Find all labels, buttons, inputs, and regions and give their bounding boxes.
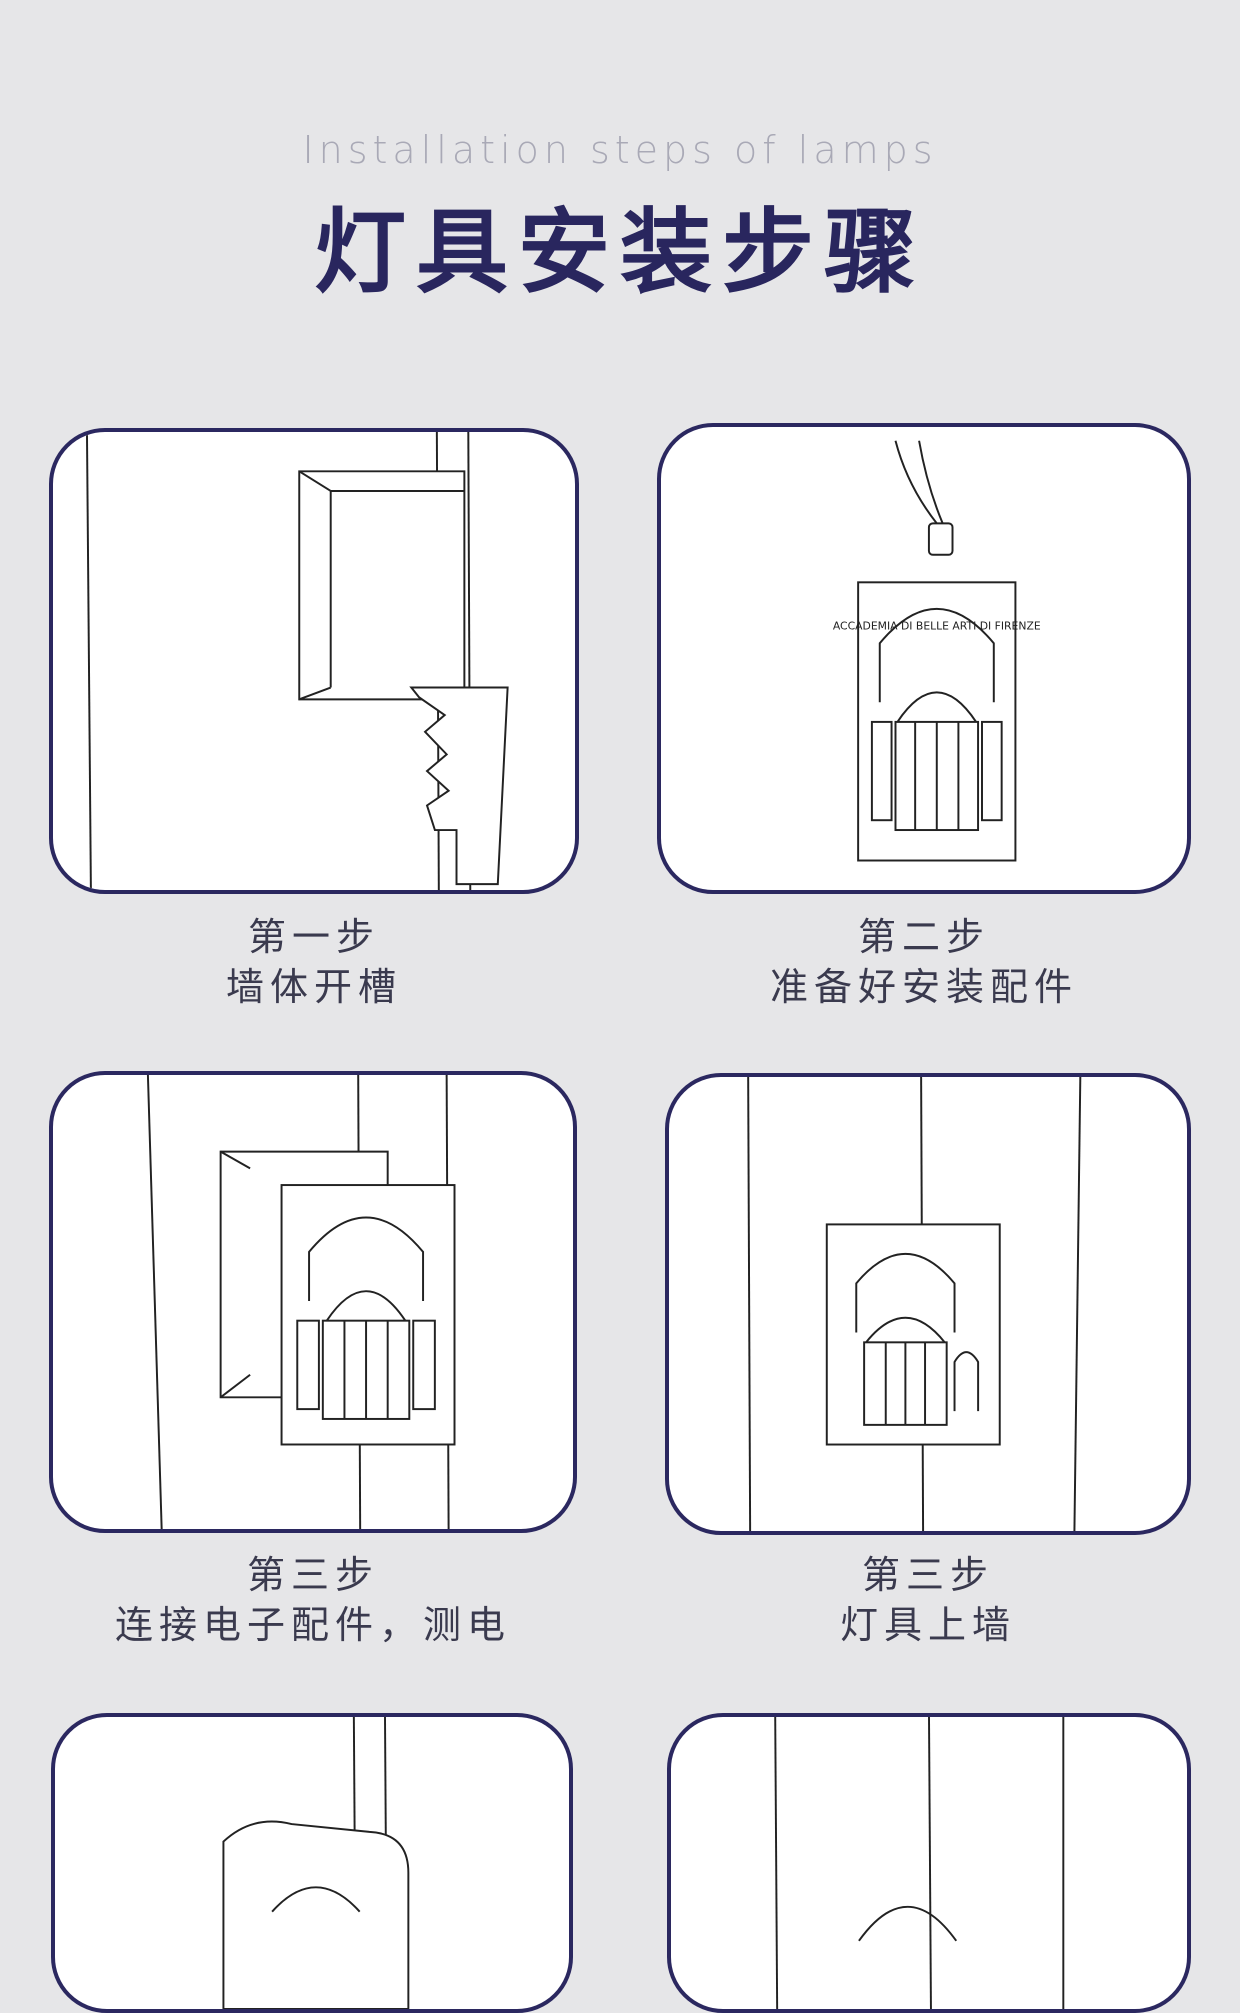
step-5-drawing: [55, 1717, 569, 2009]
step-2-desc: 准备好安装配件: [657, 962, 1191, 1012]
step-6-drawing: [671, 1717, 1187, 2009]
step-1-caption: 第一步 墙体开槽: [49, 912, 579, 1012]
step-3-label: 第三步: [49, 1550, 577, 1600]
step-2-card: ACCADEMIA DI BELLE ARTI DI FIRENZE: [657, 423, 1191, 894]
lamp-on-wall-drawing: [669, 1077, 1187, 1531]
step-4-card: [665, 1073, 1191, 1535]
step-4-desc: 灯具上墙: [665, 1600, 1191, 1650]
step-4-label: 第三步: [665, 1550, 1191, 1600]
step-3-card: [49, 1071, 577, 1533]
step-1-desc: 墙体开槽: [49, 962, 579, 1012]
page-title: 灯具安装步骤: [0, 178, 1240, 311]
header-subtitle: Installation steps of lamps: [0, 128, 1240, 172]
wall-groove-drawing: [53, 432, 575, 890]
lamp-with-cable-drawing: ACCADEMIA DI BELLE ARTI DI FIRENZE: [661, 427, 1187, 890]
step-4-caption: 第三步 灯具上墙: [665, 1550, 1191, 1650]
lamp-connect-drawing: [53, 1075, 573, 1529]
step-6-card: [667, 1713, 1191, 2013]
step-1-label: 第一步: [49, 912, 579, 962]
step-5-card: [51, 1713, 573, 2013]
step-1-card: [49, 428, 579, 894]
step-3-desc: 连接电子配件，测电: [49, 1600, 577, 1650]
step-3-caption: 第三步 连接电子配件，测电: [49, 1550, 577, 1650]
step-2-caption: 第二步 准备好安装配件: [657, 912, 1191, 1012]
artwork-text: ACCADEMIA DI BELLE ARTI DI FIRENZE: [833, 620, 1041, 633]
step-2-label: 第二步: [657, 912, 1191, 962]
